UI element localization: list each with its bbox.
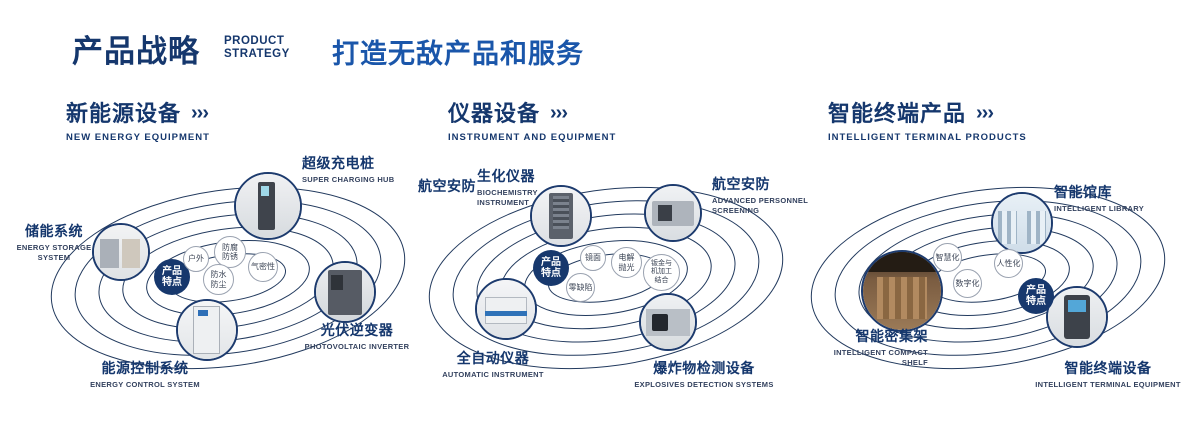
product-name-en: ENERGY CONTROL SYSTEM — [90, 380, 200, 389]
section-title: 新能源设备 — [66, 101, 182, 126]
charging-pile-image — [236, 174, 300, 238]
page-title-en: PRODUCT STRATEGY — [224, 35, 290, 60]
section-subtitle: INTELLIGENT TERMINAL PRODUCTS — [828, 132, 1027, 143]
detector-image — [641, 295, 695, 349]
photo-automatic-instrument — [475, 278, 537, 340]
label-aviation-security-side: 航空安防 — [418, 176, 476, 196]
product-name-zh: 航空安防 — [712, 176, 770, 192]
page-slogan: 打造无敌产品和服务 — [332, 39, 584, 69]
product-name-zh: 智能终端设备 — [1064, 360, 1152, 376]
product-name-zh: 能源控制系统 — [101, 360, 189, 376]
product-name-en: ADVANCED PERSONNEL SCREENING — [712, 196, 808, 215]
triple-chevron-icon: ››› — [550, 101, 568, 124]
product-name-en: INTELLIGENT COMPACT SHELF — [833, 348, 928, 367]
feature-bubble-smartization: 智慧化 — [933, 243, 962, 272]
label-super-charging-hub: 超级充电桩 SUPER CHARGING HUB — [302, 153, 414, 185]
feature-bubble-electro-polish: 电解抛光 — [611, 247, 642, 278]
label-biochemistry-instrument: 生化仪器 BIOCHEMISTRY INSTRUMENT — [477, 166, 573, 208]
label-energy-control-system: 能源控制系统 ENERGY CONTROL SYSTEM — [80, 358, 210, 390]
product-name-en: SUPER CHARGING HUB — [302, 175, 395, 184]
feature-bubble-humanization: 人性化 — [994, 249, 1023, 278]
product-name-zh: 超级充电桩 — [302, 155, 375, 171]
product-name-en: BIOCHEMISTRY INSTRUMENT — [477, 188, 538, 207]
side-label-zh: 航空安防 — [418, 178, 476, 194]
page-title: 产品战略 — [72, 34, 200, 69]
section-header-instruments: 仪器设备 ››› INSTRUMENT AND EQUIPMENT — [448, 96, 616, 143]
feature-bubble-airtightness: 气密性 — [248, 252, 278, 282]
orbit-rings — [810, 186, 1166, 370]
label-intelligent-library: 智能馆库 INTELLIGENT LIBRARY — [1054, 182, 1166, 214]
section-header-intelligent-terminal: 智能终端产品 ››› INTELLIGENT TERMINAL PRODUCTS — [828, 96, 1027, 143]
section-subtitle: NEW ENERGY EQUIPMENT — [66, 132, 210, 143]
photo-energy-control-system — [176, 299, 238, 361]
photo-intelligent-library — [991, 192, 1053, 254]
feature-bubble-zero-defect: 零缺陷 — [566, 273, 595, 302]
product-name-zh: 智能密集架 — [855, 328, 928, 344]
feature-bubble-outdoor: 户外 — [183, 246, 209, 272]
photo-photovoltaic-inverter — [314, 261, 376, 323]
product-name-en: EXPLOSIVES DETECTION SYSTEMS — [634, 380, 774, 389]
product-name-zh: 爆炸物检测设备 — [653, 360, 755, 376]
section-title: 智能终端产品 — [828, 101, 967, 126]
photo-intelligent-terminal-equipment — [1046, 286, 1108, 348]
photo-explosives-detection — [639, 293, 697, 351]
photo-personnel-screening — [644, 184, 702, 242]
photo-super-charging-hub — [234, 172, 302, 240]
product-name-zh: 储能系统 — [25, 223, 83, 239]
label-intelligent-compact-shelf: 智能密集架 INTELLIGENT COMPACT SHELF — [816, 326, 928, 368]
section-title: 仪器设备 — [448, 101, 541, 126]
triple-chevron-icon: ››› — [191, 101, 209, 124]
control-cabinet-image — [178, 301, 236, 359]
section-subtitle: INSTRUMENT AND EQUIPMENT — [448, 132, 617, 143]
product-features-badge: 产品特点 — [533, 250, 569, 286]
label-aviation-security: 航空安防 ADVANCED PERSONNEL SCREENING — [712, 174, 822, 216]
product-name-en: INTELLIGENT LIBRARY — [1054, 204, 1145, 213]
product-name-en: PHOTOVOLTAIC INVERTER — [304, 342, 410, 351]
orbit-rings — [428, 186, 784, 370]
feature-bubble-digitalization: 数字化 — [953, 269, 982, 298]
section-header-new-energy: 新能源设备 ››› NEW ENERGY EQUIPMENT — [66, 96, 210, 143]
photo-energy-storage-system — [92, 223, 150, 281]
analyzer-image — [477, 280, 535, 338]
label-automatic-instrument: 全自动仪器 AUTOMATIC INSTRUMENT — [433, 348, 553, 380]
feature-bubble-mirror-finish: 镜面 — [580, 245, 606, 271]
product-name-zh: 光伏逆变器 — [320, 322, 394, 338]
product-name-en: ENERGY STORAGE SYSTEM — [16, 243, 92, 262]
product-name-en: AUTOMATIC INSTRUMENT — [442, 370, 544, 379]
triple-chevron-icon: ››› — [976, 101, 994, 124]
label-explosives-detection: 爆炸物检测设备 EXPLOSIVES DETECTION SYSTEMS — [628, 358, 780, 390]
label-intelligent-terminal-equipment: 智能终端设备 INTELLIGENT TERMINAL EQUIPMENT — [1032, 358, 1184, 390]
kiosk-image — [1048, 288, 1106, 346]
label-energy-storage-system: 储能系统 ENERGY STORAGE SYSTEM — [16, 221, 92, 263]
compact-shelf-image — [863, 252, 941, 330]
biochemistry-rack-image — [532, 187, 590, 245]
product-features-badge: 产品特点 — [1018, 278, 1054, 314]
inverter-cabinet-image — [316, 263, 374, 321]
storage-cabinets-image — [94, 225, 148, 279]
photo-biochemistry-instrument — [530, 185, 592, 247]
product-name-en: INTELLIGENT TERMINAL EQUIPMENT — [1035, 380, 1181, 389]
feature-bubble-anticorrosion: 防腐防锈 — [214, 236, 246, 268]
screening-machine-image — [646, 186, 700, 240]
product-name-zh: 全自动仪器 — [456, 350, 530, 366]
photo-intelligent-compact-shelf — [861, 250, 943, 332]
library-room-image — [993, 194, 1051, 252]
label-photovoltaic-inverter: 光伏逆变器 PHOTOVOLTAIC INVERTER — [300, 320, 414, 352]
product-name-zh: 智能馆库 — [1054, 184, 1112, 200]
product-name-zh: 生化仪器 — [477, 168, 535, 184]
feature-bubble-waterproof-dustproof: 防水防尘 — [203, 264, 234, 295]
feature-bubble-sheetmetal-machining: 钣金与机加工结合 — [643, 254, 680, 291]
